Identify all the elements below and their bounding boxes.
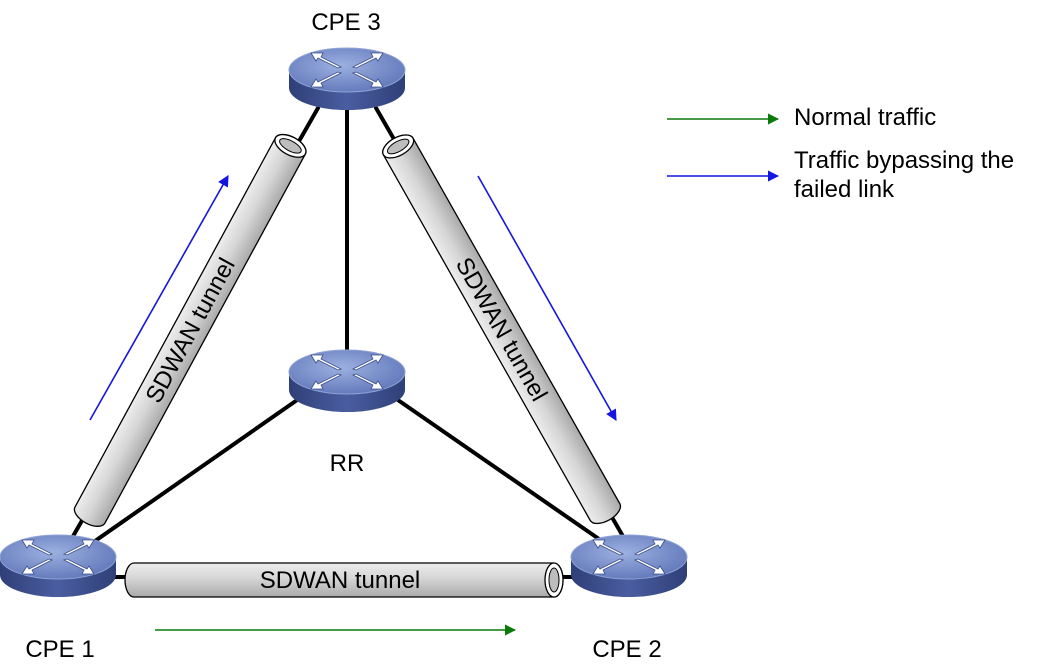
bypass-traffic-arrow-down [477, 175, 617, 421]
bypass-traffic-arrow-up [89, 175, 229, 421]
link-rr-cpe1 [83, 396, 302, 550]
node-label-rr: RR [330, 450, 365, 477]
legend-bypass-label: Traffic bypassing the failed link [794, 147, 1015, 203]
router-icon [570, 534, 688, 598]
router-icon [0, 534, 117, 598]
tunnel-right-label: SDWAN tunnel [450, 253, 553, 406]
tunnel-left: SDWAN tunnel [70, 129, 311, 532]
tunnel-bottom: SDWAN tunnel [124, 562, 564, 598]
tunnel-right: SDWAN tunnel [378, 129, 625, 529]
router-icon [288, 47, 406, 111]
link-rr-cpe2 [393, 396, 614, 550]
node-label-cpe2: CPE 2 [592, 636, 661, 663]
node-label-cpe1: CPE 1 [25, 636, 94, 663]
legend-normal-label: Normal traffic [794, 104, 937, 131]
node-label-cpe3: CPE 3 [311, 9, 380, 36]
tunnel-left-label: SDWAN tunnel [140, 254, 240, 408]
tunnel-bottom-label: SDWAN tunnel [260, 567, 421, 594]
links [66, 98, 630, 579]
router-icon [288, 349, 406, 413]
